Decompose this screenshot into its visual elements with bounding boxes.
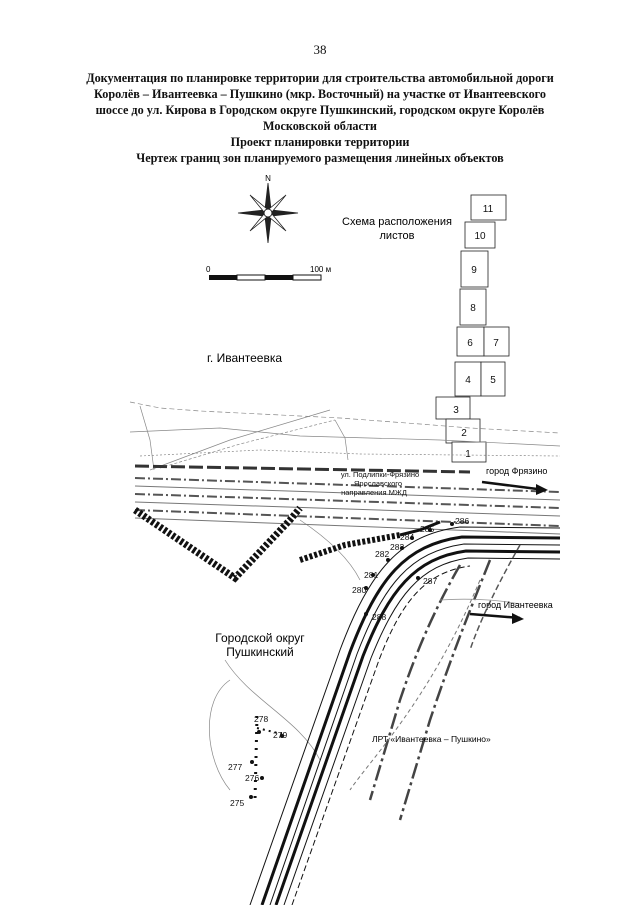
sheet-label: 10	[474, 231, 486, 242]
header-line-6: Чертеж границ зон планируемого размещени…	[136, 151, 504, 165]
scale-end-label: 100 м	[310, 265, 331, 274]
document-header: Документация по планировке территории дл…	[80, 70, 560, 166]
point-label: 277	[228, 762, 242, 772]
sheet-label: 5	[490, 375, 496, 386]
sheet-scheme-numbers: 11 10 9 8 6 7 4 5 3 2 1	[453, 204, 499, 460]
sheet-label: 1	[465, 449, 471, 460]
district-label-2: Пушкинский	[226, 645, 294, 659]
point-label: 281	[364, 570, 378, 580]
sheet-label: 11	[483, 204, 494, 215]
point-label: 285	[420, 524, 434, 534]
header-line-1: Документация по планировке территории дл…	[86, 71, 554, 85]
direction-ivanteevka-label: город Ивантеевка	[478, 600, 553, 610]
arrow-to-fryazino-icon	[481, 480, 548, 495]
point-label: 276	[245, 773, 259, 783]
header-line-3: шоссе до ул. Кирова в Городском округе П…	[95, 103, 545, 117]
sheet-scheme-title-2: листов	[380, 230, 415, 242]
page-number: 38	[313, 42, 327, 57]
point-label: 284	[400, 532, 414, 542]
railway-label-2: Ярославского	[354, 479, 402, 488]
point-label: 280	[352, 585, 366, 595]
sheet-label: 9	[471, 265, 477, 276]
railway	[134, 464, 561, 535]
map-background-lines	[129, 401, 561, 791]
railway-label-3: направления МЖД	[341, 488, 407, 497]
sheet-label: 8	[470, 303, 476, 314]
sheet-label: 6	[467, 338, 473, 349]
lrt-label: ЛРТ «Ивантеевка – Пушкино»	[372, 734, 491, 744]
scale-bar: 0 100 м	[206, 265, 331, 281]
sheet-label: 4	[465, 375, 471, 386]
point-labels: 275 276 277 278 279 280 281 282 283 284 …	[228, 516, 469, 808]
compass-rose-icon	[237, 182, 299, 244]
scale-start-label: 0	[206, 265, 211, 274]
point-label: 283	[390, 542, 404, 552]
compass-north-label: N	[265, 174, 271, 183]
ramp-and-lrt	[349, 544, 521, 821]
point-label: 288	[372, 612, 386, 622]
point-label: 287	[423, 576, 437, 586]
header-line-2: Королёв – Ивантеевка – Пушкино (мкр. Вос…	[94, 87, 546, 101]
boundary-points	[249, 522, 454, 799]
point-label: 282	[375, 549, 389, 559]
sheet-label: 3	[453, 405, 459, 416]
sheet-label: 2	[461, 428, 467, 439]
sheet-label: 7	[493, 338, 499, 349]
point-label: 286	[455, 516, 469, 526]
district-label-1: Городской округ	[215, 631, 305, 645]
zone-boundary	[133, 505, 441, 801]
road-corridor	[249, 526, 561, 905]
point-label: 278	[254, 714, 268, 724]
railway-label-1: ул. Подлипки-Фрязино	[341, 470, 419, 479]
point-label: 279	[273, 730, 287, 740]
header-line-4: Московской области	[263, 119, 377, 133]
arrow-to-ivanteevka-icon	[469, 612, 524, 624]
direction-fryazino-label: город Фрязино	[486, 466, 547, 476]
sheet-scheme-title-1: Схема расположения	[342, 216, 452, 228]
point-label: 275	[230, 798, 244, 808]
sheet-scheme-grid	[435, 194, 510, 463]
city-label: г. Ивантеевка	[207, 351, 282, 365]
header-line-5: Проект планировки территории	[230, 135, 410, 149]
